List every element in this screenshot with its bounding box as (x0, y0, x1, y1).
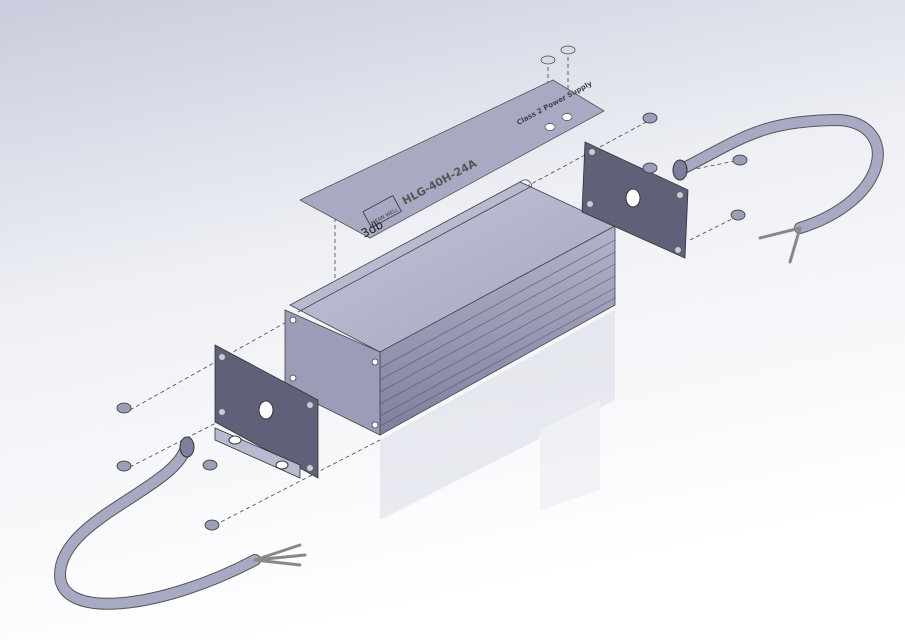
screw-icon (116, 402, 132, 414)
cable-right (672, 113, 884, 264)
screw-icon (202, 459, 218, 471)
screw-icon (116, 460, 132, 472)
screw-icon (730, 209, 746, 221)
washer (540, 55, 556, 65)
end-plate-right (581, 141, 689, 259)
label-plate: MEAN WELL HLG-40H-24A Class 2 Power Supp… (299, 79, 605, 241)
assembly-lines (129, 50, 741, 526)
screws (116, 112, 748, 531)
brand-logo-box (362, 195, 402, 229)
washer (560, 45, 576, 55)
mounting-bracket (214, 427, 301, 479)
floor-reflection (380, 310, 615, 520)
screw-icon (642, 162, 658, 174)
screw-icon (732, 154, 748, 166)
screw-icon (204, 519, 220, 531)
plate-hole (544, 123, 556, 131)
plate-hole (561, 113, 573, 121)
cable-left (53, 436, 307, 610)
end-plate-left (214, 344, 319, 479)
screw-icon (642, 112, 658, 124)
aluminum-housing (284, 179, 616, 436)
